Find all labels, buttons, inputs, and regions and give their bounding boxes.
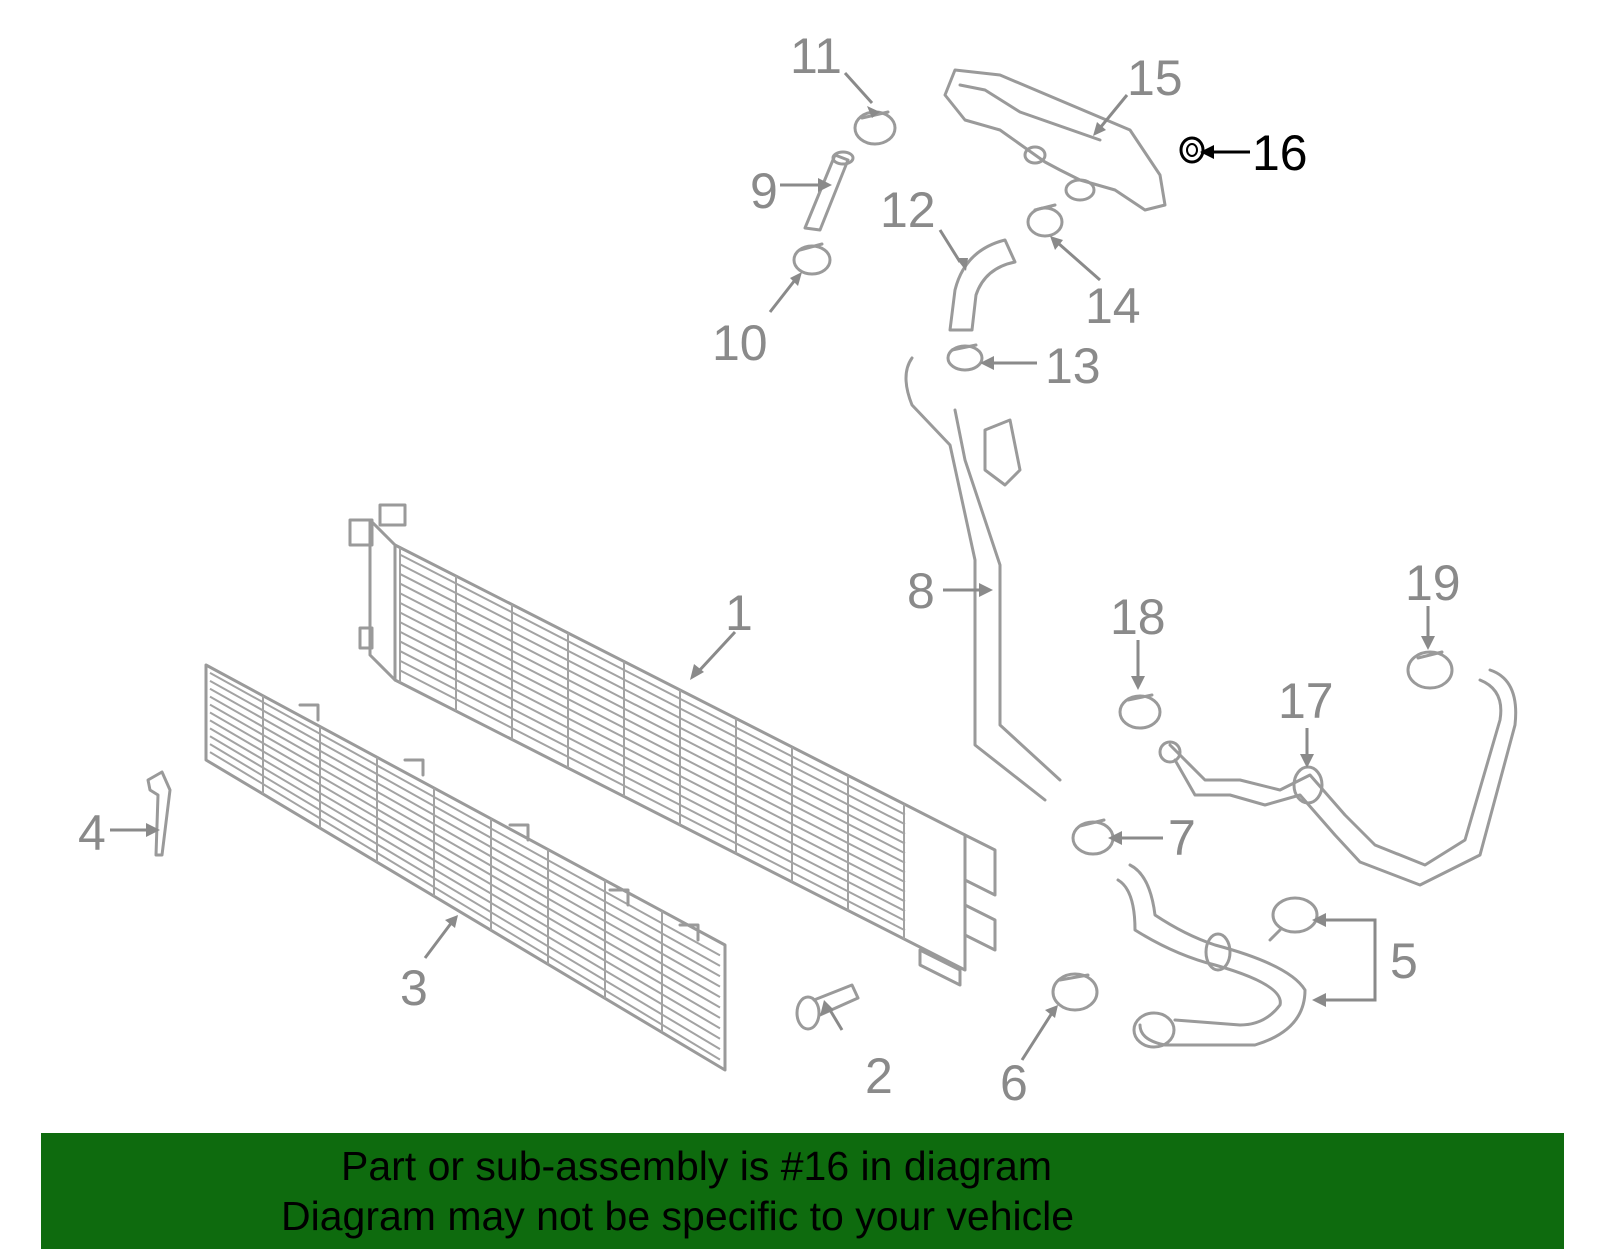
part-7-clamp[interactable] — [1071, 818, 1115, 856]
part-11-clamp[interactable] — [853, 110, 897, 146]
part-10-clamp[interactable] — [792, 242, 832, 276]
part-15-manifold[interactable] — [943, 68, 1167, 212]
callout-14: 14 — [1085, 278, 1141, 334]
callout-4: 4 — [78, 805, 106, 861]
callout-11: 11 — [790, 28, 842, 84]
callout-8: 8 — [907, 563, 935, 619]
part-18-clamp[interactable] — [1118, 693, 1162, 730]
part-19-clamp[interactable] — [1406, 650, 1454, 690]
part-8-pipe[interactable] — [904, 356, 1062, 802]
part-13-clamp[interactable] — [946, 343, 984, 372]
part-1-radiator[interactable] — [348, 503, 997, 987]
callout-7: 7 — [1168, 810, 1196, 866]
part-16-oring[interactable] — [1179, 136, 1205, 164]
callout-18: 18 — [1110, 589, 1166, 645]
part-6-clamp[interactable] — [1051, 972, 1099, 1012]
parts-diagram: 1 2 3 4 5 6 7 8 9 10 11 12 13 14 15 16 1… — [78, 28, 1518, 1111]
callout-2: 2 — [865, 1048, 893, 1104]
callouts: 1 2 3 4 5 6 7 8 9 10 11 12 13 14 15 16 1… — [78, 28, 1461, 1111]
part-9-hose[interactable] — [803, 150, 855, 232]
callout-6: 6 — [1000, 1055, 1028, 1111]
part-3-grille[interactable] — [204, 663, 727, 1072]
banner-line-1: Part or sub-assembly is #16 in diagram — [341, 1143, 1052, 1189]
callout-9: 9 — [750, 163, 778, 219]
part-2-bolt[interactable] — [795, 983, 860, 1031]
callout-1: 1 — [725, 585, 753, 641]
callout-5: 5 — [1390, 933, 1418, 989]
part-5-hose[interactable] — [1116, 863, 1307, 1049]
part-5-clamp[interactable] — [1268, 896, 1319, 942]
leader-lines — [110, 71, 1430, 1061]
part-12-hose[interactable] — [948, 238, 1017, 332]
part-14-clamp[interactable] — [1026, 203, 1064, 238]
callout-3: 3 — [400, 960, 428, 1016]
callout-15: 15 — [1127, 50, 1183, 106]
arrow-head-16 — [1200, 145, 1214, 159]
callout-16: 16 — [1252, 125, 1308, 181]
callout-13: 13 — [1045, 338, 1101, 394]
callout-19: 19 — [1405, 555, 1461, 611]
info-banner: Part or sub-assembly is #16 in diagram D… — [41, 1133, 1564, 1249]
part-17-hose[interactable] — [1158, 668, 1518, 887]
callout-12: 12 — [880, 182, 936, 238]
banner-line-2: Diagram may not be specific to your vehi… — [281, 1193, 1075, 1239]
callout-17: 17 — [1278, 673, 1334, 729]
part-4-clip[interactable] — [146, 770, 172, 857]
arrow-heads — [146, 106, 1435, 1018]
callout-10: 10 — [712, 315, 768, 371]
